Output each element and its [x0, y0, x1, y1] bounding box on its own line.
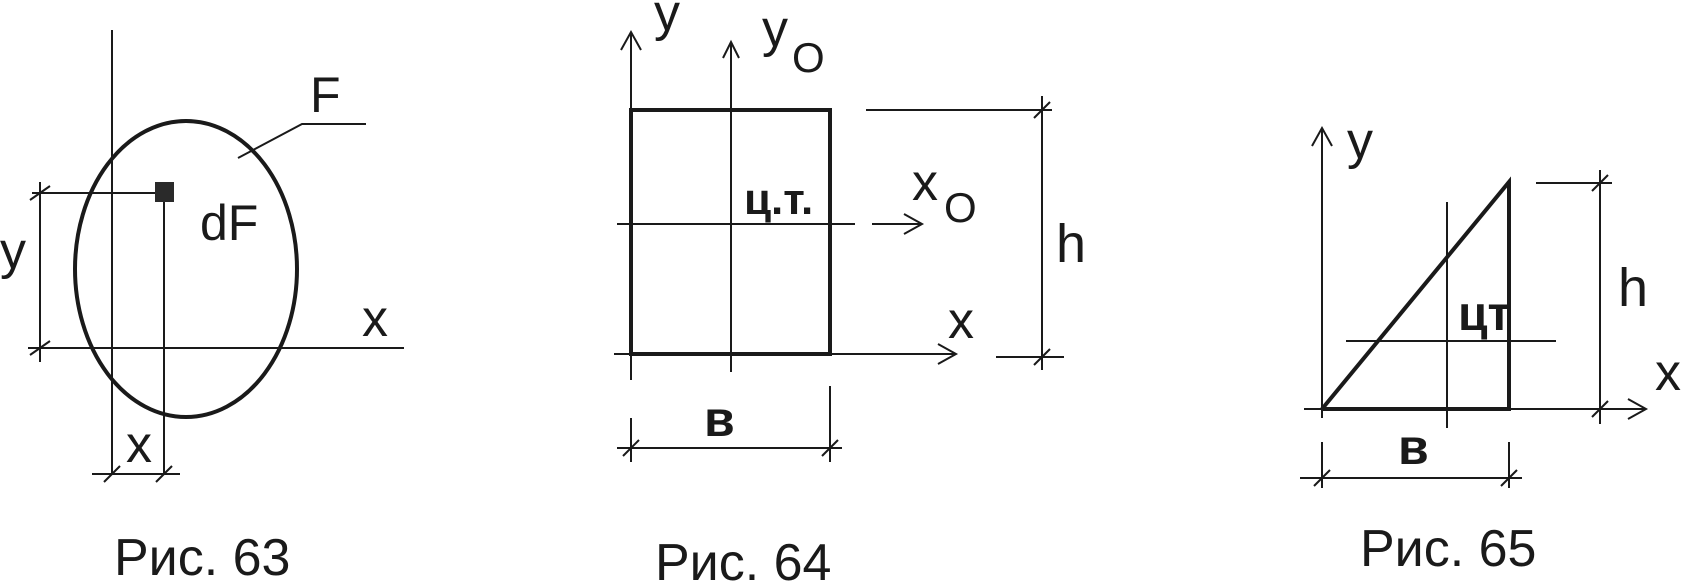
fig64-label-x0: x — [912, 154, 938, 212]
fig64-label-x: x — [948, 292, 974, 350]
fig63-y-dim-tick-bottom — [29, 340, 51, 356]
fig63-df-element — [155, 182, 174, 202]
fig63-y-dim-tick-top — [29, 185, 51, 201]
fig63-label-dF: dF — [200, 195, 258, 251]
figure-63: F dF y x x Рис. 63 — [0, 30, 404, 586]
figure-64: y y O ц.т. x O h x в Рис. 64 — [614, 0, 1086, 586]
fig64-h-tick-bottom — [1033, 348, 1051, 366]
fig63-label-F: F — [310, 67, 341, 123]
fig63-caption: Рис. 63 — [114, 529, 290, 586]
fig63-ellipse — [73, 119, 299, 419]
fig63-x-dim-tick-right — [155, 465, 173, 483]
fig64-y-arrow — [620, 29, 642, 51]
fig65-caption: Рис. 65 — [1360, 520, 1536, 578]
fig63-F-leader — [237, 123, 366, 159]
fig65-h-tick-top — [1591, 174, 1609, 192]
figure-65: y цт h x в Рис. 65 — [1300, 112, 1681, 578]
fig64-b-tick-right — [821, 439, 839, 457]
fig64-label-x0-subscript: O — [944, 184, 977, 231]
fig64-label-y: y — [654, 0, 680, 42]
fig65-y-arrow — [1311, 125, 1333, 147]
fig63-x-dim-tick-left — [103, 465, 121, 483]
fig64-y0-arrow — [722, 39, 740, 59]
fig65-b-tick-left — [1313, 469, 1331, 487]
fig64-x-arrow — [937, 343, 959, 365]
fig64-label-y0: y — [762, 0, 788, 58]
fig63-label-x-dim: x — [126, 416, 152, 474]
fig65-h-tick-bottom — [1591, 400, 1609, 418]
fig64-caption: Рис. 64 — [655, 534, 831, 586]
fig64-h-tick-top — [1033, 101, 1051, 119]
fig64-b-tick-left — [622, 439, 640, 457]
fig63-label-y: y — [0, 222, 26, 280]
fig65-label-b: в — [1398, 419, 1429, 475]
fig65-label-x: x — [1655, 344, 1681, 402]
fig65-label-h: h — [1618, 258, 1648, 318]
fig64-label-b: в — [704, 391, 735, 447]
fig64-x0-arrow — [903, 213, 925, 235]
fig65-label-centroid: цт — [1458, 288, 1511, 341]
fig65-b-tick-right — [1500, 469, 1518, 487]
fig64-label-centroid: ц.т. — [744, 175, 813, 224]
fig64-label-y0-subscript: O — [792, 34, 825, 81]
fig65-label-y: y — [1347, 112, 1373, 170]
fig64-label-h: h — [1056, 214, 1086, 274]
fig65-x-arrow — [1627, 398, 1649, 420]
fig63-label-x-axis: x — [362, 290, 388, 348]
